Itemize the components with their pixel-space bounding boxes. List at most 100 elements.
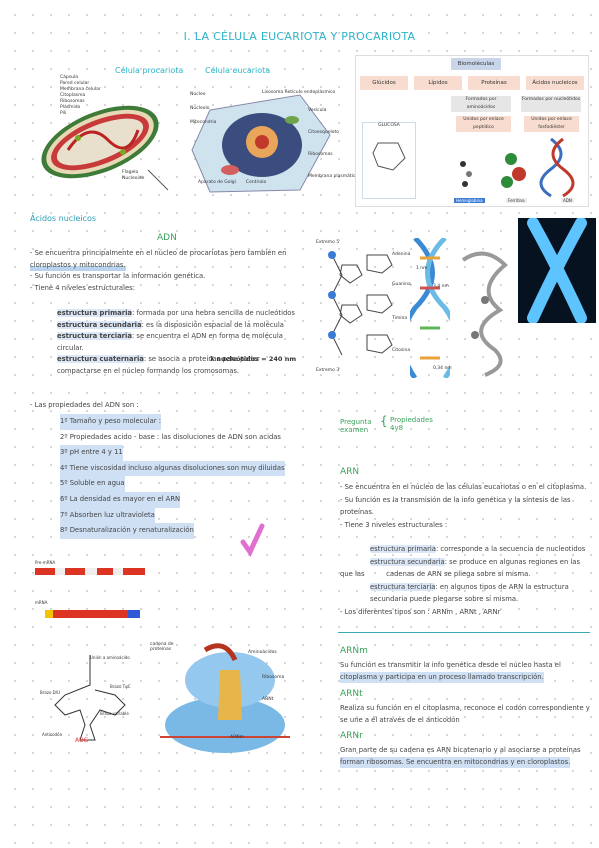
eukaryote-label: Célula eucariota [205, 66, 271, 75]
arn-line: - Se encuentra en el núcleo de las célul… [340, 483, 587, 491]
level-name: estructura secundaria [370, 557, 445, 566]
eukaryote-parts-top: Lisosoma Retículo endoplásmico [262, 84, 335, 102]
arn-intro: - Se encuentra en el núcleo de las célul… [340, 481, 595, 531]
arn-line: - Tiene 3 niveles estructurales : [340, 520, 448, 529]
biomolecules-title: Biomoléculas [451, 58, 501, 70]
arnr-line: forman ribosomas. Se encuentra en mitoco… [340, 756, 571, 768]
level-text: : se encuentra el ADN en forma de molécu… [131, 332, 283, 340]
adn-prop: 4º Tiene viscosidad incluso algunas diso… [60, 460, 285, 477]
arnt-line: se une a él através de el anticodón [340, 715, 460, 724]
part-label: Membrana plasmática [308, 174, 359, 179]
premrna-label: Pre-mRNA [35, 560, 56, 565]
level-text: : se asocia a proteínas para poder [143, 355, 260, 363]
dna-image-label: ADN [561, 198, 574, 203]
level-text: : se produce en algunas regiones en las [444, 557, 581, 566]
level-name: estructura primaria [370, 545, 436, 553]
adn-line: - Su función es transportar la informaci… [30, 272, 206, 280]
glucose-box: GLUCOSA [362, 122, 416, 199]
arnm-line: Su función es transmitir la info genétic… [340, 661, 561, 669]
adn-heading: ADN [157, 233, 177, 243]
prokaryote-cell-illustration [28, 80, 178, 195]
arn-line: - Su función es la transmisión de la inf… [340, 495, 571, 504]
adn-props: 1º Tamaño y peso molecular : 2º Propieda… [60, 414, 325, 539]
adn-levels: estructura primaria: formada por una heb… [57, 308, 317, 377]
group-glucidos: Glúcidos [360, 76, 408, 90]
glucose-label: GLUCOSA [378, 123, 400, 128]
trna-label: Anticodón [42, 732, 63, 737]
adn-prop: 2º Propiedades acido - base : las disolu… [60, 432, 281, 441]
ribo-label: ARNm [230, 735, 244, 740]
adn-prop: 1º Tamaño y peso molecular : [60, 414, 162, 430]
part-label: Nucleoide [122, 176, 145, 181]
adenina-label: Adenina [392, 252, 411, 257]
adn-level-tertiary-cont: circular. [57, 343, 84, 352]
united-phosphodiester: Unidos por enlace fosfodiéster [524, 116, 579, 132]
level-name: estructura secundaria [57, 320, 142, 329]
biomolecules-diagram: Biomoléculas Glúcidos Lípidos Proteínas … [355, 55, 589, 207]
part-label: Cápsula [60, 75, 78, 80]
trna-label: Unión a aminoácido [90, 655, 130, 660]
ribo-label: Ribosoma [262, 675, 285, 680]
adn-line: - Se encuentra principalmente en el núcl… [30, 249, 287, 257]
chromatin-illustration [455, 240, 517, 380]
trna-label: Brazo TψC [110, 684, 131, 689]
ribo-label: Aminoácidos [248, 650, 277, 655]
arnm-heading: ARNm [340, 646, 368, 656]
guanina-label: Guanina [392, 282, 411, 287]
page-title: I. LA CÉLULA EUCARIOTA Y PROCARIOTA [183, 30, 416, 43]
adn-level-quaternary-cont: compactarse en el núcleo formando los cr… [57, 366, 240, 375]
mrna-label: mRNA [35, 600, 48, 605]
adn-prop: 8º Desnaturalización y renaturalización [60, 523, 194, 539]
nm034-label: 0,34 nm [433, 366, 452, 371]
group-proteinas: Proteínas [468, 76, 520, 90]
group-acidos: Ácidos nucleicos [526, 76, 584, 90]
eukaryote-parts-left: Núcleo Nucleolo Mitocondria [190, 88, 216, 130]
adn-level-quaternary: estructura cuaternaria: se asocia a prot… [57, 354, 317, 366]
part-label: Ribosomas [308, 152, 333, 157]
ferritin-label: Ferritina [506, 198, 527, 203]
nm1-label: 1 nm [416, 266, 428, 271]
prokaryote-parts-lower: Flagelo Nucleoide [122, 170, 144, 182]
adn-prop: 3º pH entre 4 y 11 [60, 445, 123, 461]
level-name: estructura cuaternaria [57, 355, 144, 363]
arn-levels: estructura primaria: corresponde a la se… [340, 543, 595, 618]
adn-line: cloroplastos y mitocondrias. [30, 259, 126, 271]
ribosome-illustration [150, 640, 300, 755]
trna-label: Brazo variable [100, 711, 129, 716]
formed-by-nucleotides: Formados por nucleótidos [521, 96, 581, 112]
eukaryote-parts-right: Vesícula Citoesqueleto Ribosomas Membran… [308, 100, 358, 188]
level-name: estructura terciaria [370, 582, 436, 591]
arnr-line: Gran parte de su cadena es ARN bicatenar… [340, 746, 581, 754]
lambda-note: λ nucleótidos = 240 nm [210, 355, 297, 363]
acidos-heading: Ácidos nucleicos [30, 214, 97, 223]
adn-props-intro: - Las propiedades del ADN son : [30, 401, 139, 409]
adn-intro: - Se encuentra principalmente en el núcl… [30, 248, 325, 294]
level-text: : formada por una hebra sencilla de nucl… [132, 309, 295, 317]
part-label: Plásmido [60, 105, 81, 110]
part-label: Citoesqueleto [308, 130, 340, 135]
mrna-diagram: Pre-mRNA mRNA [35, 560, 150, 640]
trna-structure: AUG [35, 650, 140, 745]
section-divider [338, 632, 590, 633]
nm34-label: 3,4 nm [433, 284, 449, 289]
formed-by-aminoacids: Formados por aminoácidos [451, 96, 511, 112]
united-peptide: Unidos por enlace peptídico [456, 116, 511, 132]
prokaryote-parts: Cápsula Pared celular Membrana celular C… [60, 75, 101, 117]
part-label: Aparato de Golgi [198, 180, 236, 185]
level-text: : en algunos tipos de ARN la estructura [435, 582, 569, 591]
adn-prop: 7º Absorben luz ultravioleta [60, 507, 155, 524]
part-label: Centriolo [245, 180, 267, 185]
ext3-label: Extremo 3' [316, 368, 341, 373]
check-mark-icon [240, 522, 266, 562]
ribo-label: cadena de proteínas [150, 642, 174, 652]
part-label: Retículo endoplásmico [284, 90, 336, 95]
arn-level-tertiary: estructura terciaria: en algunos tipos d… [340, 581, 595, 594]
adn-prop: 6º La densidad es mayor en el ARN [60, 491, 181, 508]
svg-text:AUG: AUG [75, 737, 88, 744]
trna-label: Brazo D/U [40, 690, 61, 695]
arnt-heading: ARNt [340, 689, 363, 699]
nucleotide-structure [312, 235, 412, 375]
arn-line: proteínas. [340, 508, 375, 516]
adn-level-secondary: estructura secundaria: es la disposición… [57, 320, 317, 332]
timina-label: Timina [392, 316, 408, 321]
